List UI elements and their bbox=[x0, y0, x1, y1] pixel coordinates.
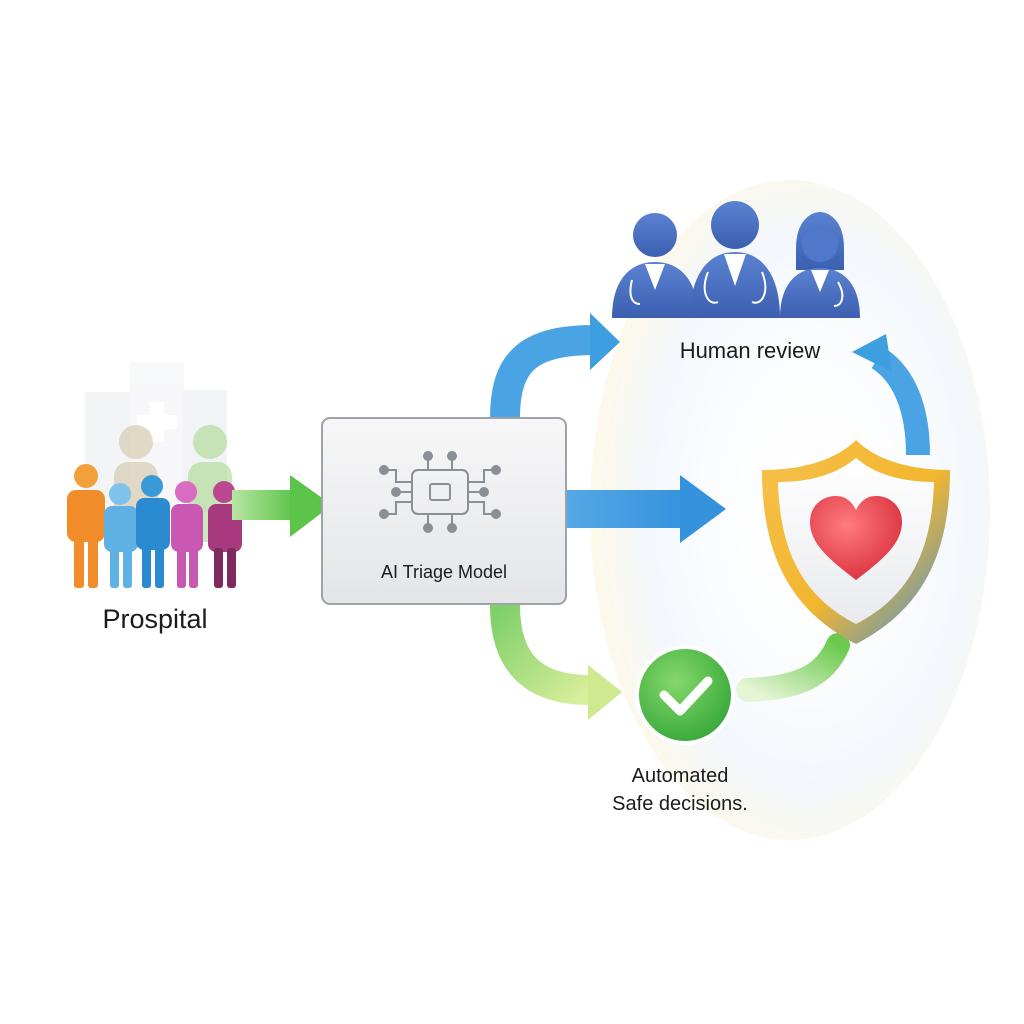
arrow-shield-to-review bbox=[852, 334, 930, 456]
hospital-label: Prospital bbox=[102, 604, 208, 634]
human-review-label: Human review bbox=[679, 338, 821, 363]
automated-label-line1: Automated bbox=[631, 765, 729, 787]
patient-figure-magenta bbox=[208, 481, 242, 588]
arrow-model-to-review bbox=[490, 313, 620, 419]
automated-label-line2: Safe decisions. bbox=[612, 793, 748, 815]
patient-group-icon bbox=[67, 425, 242, 588]
check-circle-icon bbox=[635, 645, 735, 745]
patient-figure-orange bbox=[67, 464, 105, 588]
shield-heart-icon bbox=[762, 440, 950, 644]
arrow-model-to-automated bbox=[490, 604, 622, 720]
patient-figure-blue bbox=[136, 475, 170, 588]
automated-decisions-label: Automated Safe decisions. bbox=[570, 762, 790, 818]
doctor-icon bbox=[690, 201, 780, 318]
arrow-model-to-shield bbox=[566, 475, 726, 543]
heart-icon bbox=[810, 496, 902, 580]
ai-triage-model-label: AI Triage Model bbox=[380, 562, 508, 582]
patient-figure-lightblue bbox=[104, 483, 138, 588]
doctor-icon bbox=[780, 212, 860, 318]
ai-triage-model-box bbox=[321, 417, 567, 605]
arrow-hospital-to-model bbox=[232, 475, 332, 537]
neural-circuit-icon bbox=[379, 451, 501, 533]
patient-figure-pink bbox=[171, 481, 203, 588]
arrow-automated-to-shield bbox=[736, 633, 850, 702]
doctor-icon bbox=[612, 213, 698, 318]
doctor-group bbox=[612, 201, 860, 318]
